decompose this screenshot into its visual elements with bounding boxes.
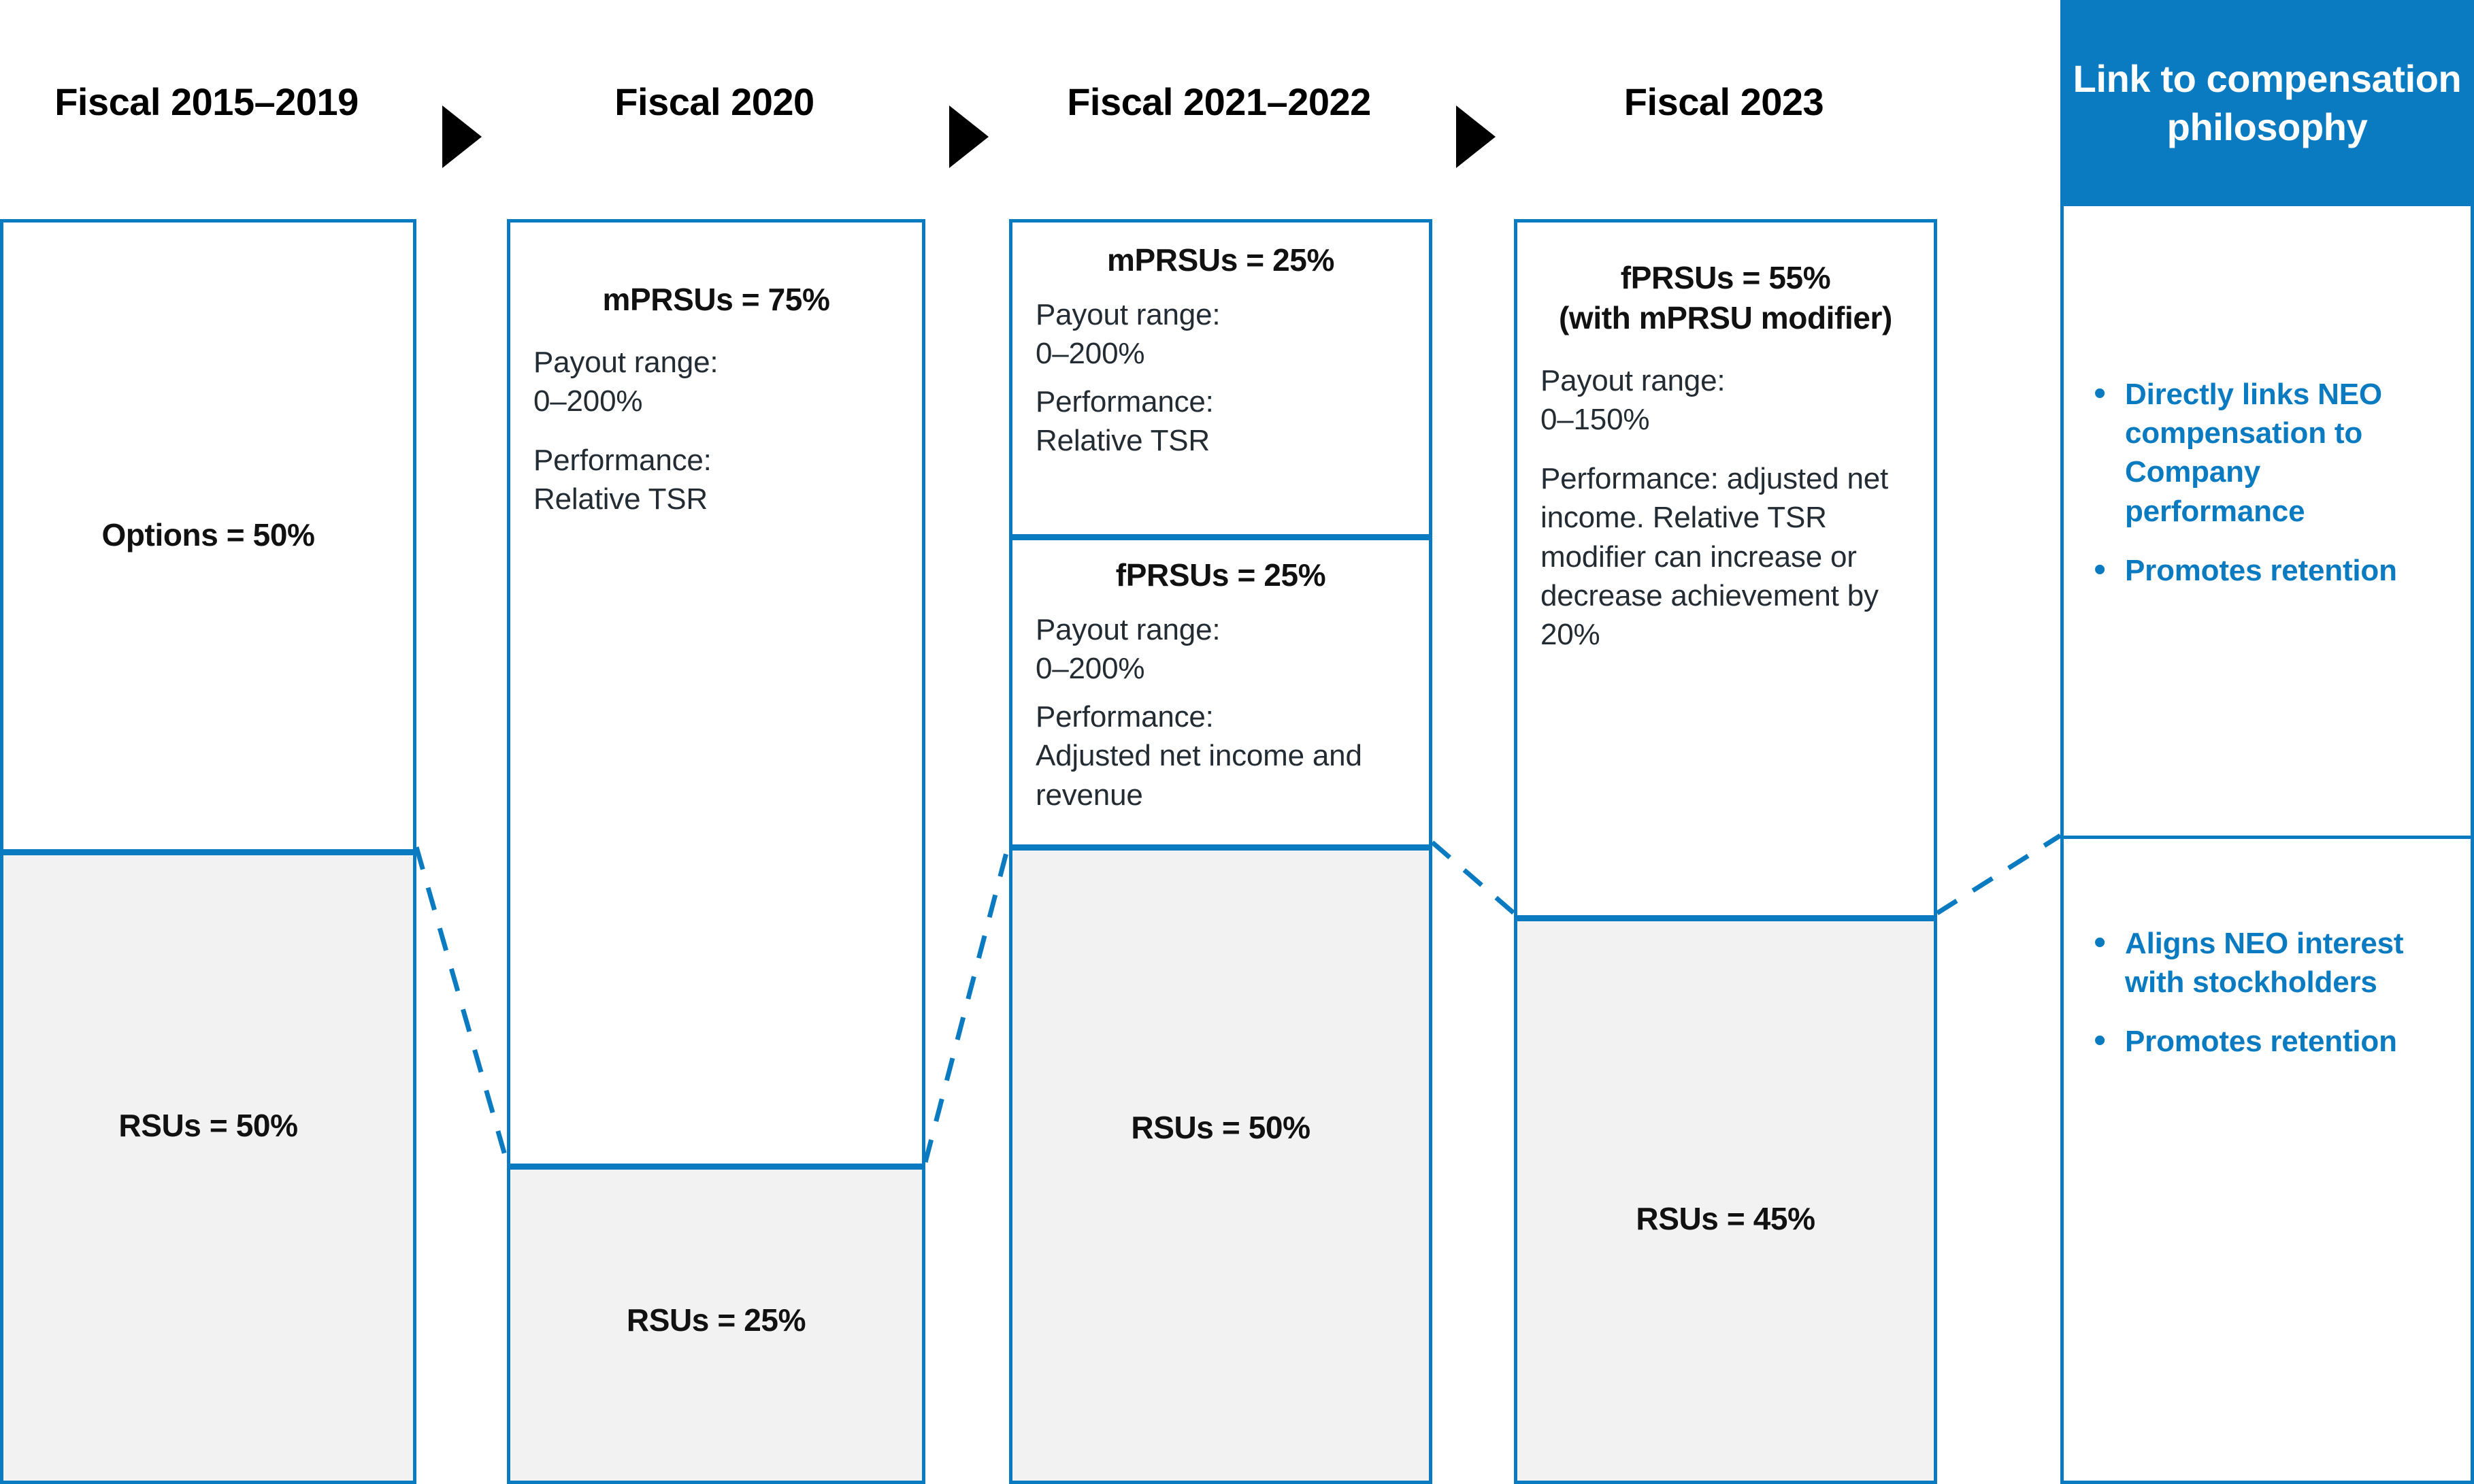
bullet-icon: •: [2094, 923, 2107, 962]
segment-body: Payout range:0–200% Performance:Relative…: [533, 343, 899, 519]
performance-text: Performance:Adjusted net income and reve…: [1036, 700, 1362, 812]
column-header-label: Fiscal 2023: [1623, 80, 1824, 123]
rsu-label: RSUs = 45%: [1636, 1201, 1815, 1236]
right-triangle-icon: [1456, 105, 1496, 168]
list-item: • Directly links NEO compensation to Com…: [2094, 375, 2445, 531]
performance-text: Performance:Relative TSR: [533, 444, 712, 516]
column-header-label: Fiscal 2020: [614, 80, 814, 123]
segment-rsus: RSUs = 50%: [1012, 844, 1429, 1481]
bullet-label: Promotes retention: [2125, 1025, 2397, 1059]
list-item: • Promotes retention: [2094, 1022, 2445, 1061]
segment-title: mPRSUs = 75%: [602, 282, 830, 317]
rsu-label: RSUs = 50%: [1131, 1110, 1310, 1145]
bullet-icon: •: [2094, 549, 2107, 589]
column-header-label: Fiscal 2021–2022: [1067, 80, 1371, 123]
performance-text: Performance: adjusted net income. Relati…: [1540, 462, 1889, 651]
payout-range-text: Payout range:0–200%: [1036, 612, 1221, 686]
rsu-label: RSUs = 25%: [626, 1302, 806, 1338]
column-header-label: Fiscal 2015–2019: [54, 80, 359, 123]
philosophy-bottom-bullets: • Aligns NEO interest with stockholders …: [2094, 924, 2445, 1061]
column-header-fiscal-2020: Fiscal 2020: [507, 0, 922, 204]
column-box-fiscal-2015-2019: Options = 50% RSUs = 50%: [0, 219, 416, 1484]
segment-fprsus: fPRSUs = 25% Payout range:0–200% Perform…: [1012, 534, 1429, 844]
philosophy-header: Link to compensation philosophy: [2060, 0, 2474, 206]
column-header-fiscal-2015-2019: Fiscal 2015–2019: [0, 0, 413, 204]
segment-rsus: RSUs = 25%: [510, 1164, 922, 1481]
column-box-fiscal-2023: fPRSUs = 55%(with mPRSU modifier) Payout…: [1514, 219, 1937, 1484]
segment-mprsus: mPRSUs = 75% Payout range:0–200% Perform…: [510, 222, 922, 1164]
payout-range-text: Payout range:0–150%: [1540, 363, 1726, 436]
rsu-label: RSUs = 50%: [118, 1108, 298, 1143]
segment-body: Payout range:0–200% Performance:Adjusted…: [1036, 610, 1406, 814]
list-item: • Aligns NEO interest with stockholders: [2094, 924, 2445, 1002]
segment-body: Payout range:0–200% Performance:Relative…: [1036, 295, 1406, 461]
segment-fprsus: fPRSUs = 55%(with mPRSU modifier) Payout…: [1517, 222, 1934, 915]
philosophy-box: • Directly links NEO compensation to Com…: [2060, 206, 2474, 1484]
segment-mprsus: mPRSUs = 25% Payout range:0–200% Perform…: [1012, 222, 1429, 534]
segment-title: fPRSUs = 25%: [1115, 557, 1326, 593]
column-header-fiscal-2023: Fiscal 2023: [1514, 0, 1934, 204]
philosophy-divider: [2064, 836, 2471, 839]
right-triangle-icon: [949, 105, 989, 168]
list-item: • Promotes retention: [2094, 549, 2445, 590]
segment-body: Payout range:0–150% Performance: adjuste…: [1540, 361, 1911, 654]
segment-title: Options = 50%: [101, 517, 315, 553]
bullet-label: Aligns NEO interest with stockholders: [2125, 927, 2404, 1000]
payout-range-text: Payout range:0–200%: [533, 345, 719, 418]
column-box-fiscal-2020: mPRSUs = 75% Payout range:0–200% Perform…: [507, 219, 925, 1484]
column-box-fiscal-2021-2022: mPRSUs = 25% Payout range:0–200% Perform…: [1009, 219, 1432, 1484]
payout-range-text: Payout range:0–200%: [1036, 297, 1221, 371]
segment-rsus: RSUs = 45%: [1517, 915, 1934, 1481]
segment-title: fPRSUs = 55%(with mPRSU modifier): [1559, 260, 1892, 335]
segment-title: mPRSUs = 25%: [1107, 242, 1334, 278]
philosophy-header-label: Link to compensation philosophy: [2073, 56, 2462, 148]
bullet-label: Promotes retention: [2125, 553, 2397, 587]
bullet-label: Directly links NEO compensation to Compa…: [2125, 378, 2382, 528]
column-header-fiscal-2021-2022: Fiscal 2021–2022: [1009, 0, 1429, 204]
bullet-icon: •: [2094, 374, 2107, 413]
segment-options: Options = 50%: [3, 222, 413, 849]
bullet-icon: •: [2094, 1021, 2107, 1061]
segment-rsus: RSUs = 50%: [3, 849, 413, 1481]
right-triangle-icon: [442, 105, 482, 168]
philosophy-top-bullets: • Directly links NEO compensation to Com…: [2094, 375, 2445, 590]
performance-text: Performance:Relative TSR: [1036, 385, 1214, 458]
